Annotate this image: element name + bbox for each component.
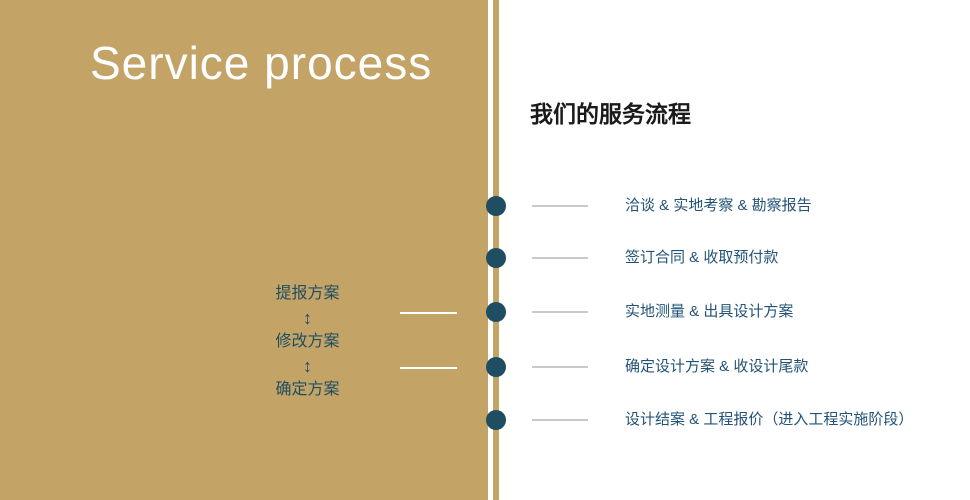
loop-step-confirm: 确定方案 [275,381,340,398]
flow-step-label: 洽谈 & 实地考察 & 勘察报告 [625,197,812,214]
timeline-dot [486,302,506,322]
flow-step-label: 确定设计方案 & 收设计尾款 [625,358,809,375]
flow-step-row: 确定设计方案 & 收设计尾款 [0,356,970,378]
flow-step-row: 洽谈 & 实地考察 & 勘察报告 [0,195,970,217]
timeline-dot [486,196,506,216]
up-down-arrow-icon: ↕ [303,356,312,376]
page-title: Service process [90,37,433,89]
loop-step-submit: 提报方案 [275,285,340,302]
revision-loop: 提报方案 ↕ 修改方案 ↕ 确定方案 [240,283,375,401]
connector-line [400,312,457,314]
flow-step-row: 设计结案 & 工程报价（进入工程实施阶段） [0,409,970,431]
left-gold-panel [0,0,488,500]
timeline-dot [486,248,506,268]
up-down-arrow-icon: ↕ [303,308,312,328]
connector-line [400,367,457,369]
tick-line [532,205,588,207]
flow-step-label: 设计结案 & 工程报价（进入工程实施阶段） [625,411,914,428]
tick-line [532,419,588,421]
flow-step-row: 实地测量 & 出具设计方案 [0,301,970,323]
tick-line [532,257,588,259]
flow-step-row: 签订合同 & 收取预付款 [0,247,970,269]
flow-step-label: 签订合同 & 收取预付款 [625,249,779,266]
timeline-dot [486,410,506,430]
section-heading: 我们的服务流程 [530,101,691,127]
tick-line [532,311,588,313]
tick-line [532,366,588,368]
loop-step-revise: 修改方案 [275,333,340,350]
timeline-dot [486,357,506,377]
flow-step-label: 实地测量 & 出具设计方案 [625,303,794,320]
